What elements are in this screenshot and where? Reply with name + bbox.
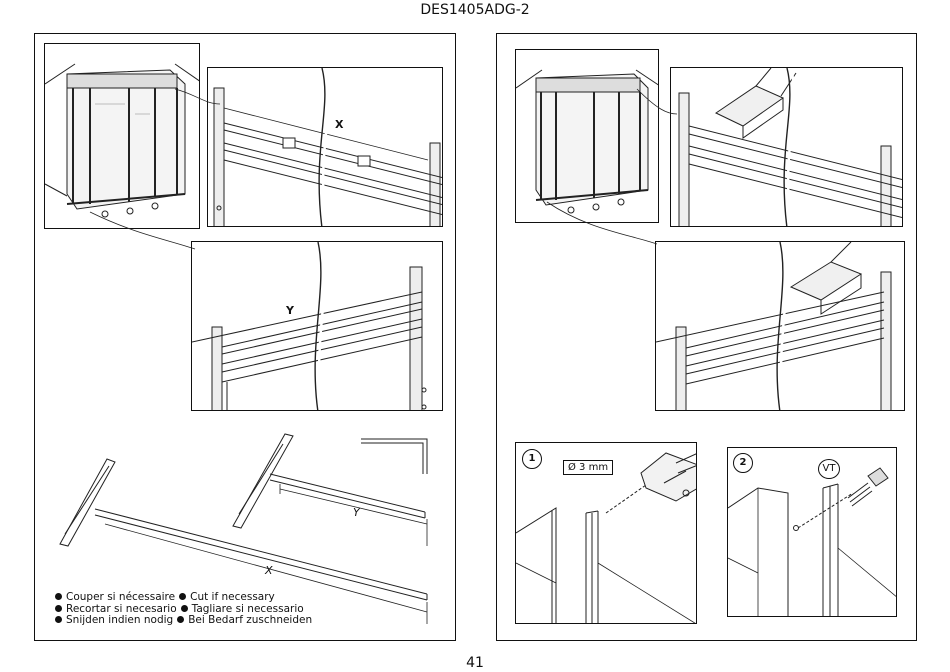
scissors-icon	[179, 593, 187, 600]
detail-fit-rail-upper	[670, 67, 903, 227]
screw-type-badge: VT	[818, 459, 840, 479]
fit-rail-lower-drawing	[656, 242, 892, 410]
page-number: 41	[466, 655, 484, 671]
detail-top-rail-x: X	[207, 67, 443, 227]
drill-drawing	[516, 452, 696, 623]
dimension-label-x-upper: X	[335, 118, 344, 131]
step-2-screw-box: 2 VT	[727, 447, 897, 617]
cut-if-necessary-note: Couper si nécessaire Cut if necessary Rec…	[55, 591, 316, 627]
scissors-icon	[55, 616, 62, 623]
drill-diameter-label: Ø 3 mm	[563, 460, 614, 475]
fit-rail-upper-drawing	[678, 68, 902, 226]
note-fr: Couper si nécessaire	[66, 591, 176, 603]
top-rail-x-drawing	[213, 68, 442, 226]
scissors-icon	[55, 593, 62, 600]
detail-top-rail-y: Y	[191, 241, 443, 411]
scissors-icon	[180, 604, 188, 612]
scissors-icon	[177, 616, 185, 623]
note-en: Cut if necessary	[190, 591, 275, 603]
note-it: Tagliare si necessario	[191, 602, 304, 615]
document-code: DES1405ADG-2	[420, 2, 530, 18]
dimension-label-y-lower: Y	[353, 506, 360, 519]
left-instruction-panel: X Y	[34, 33, 456, 641]
screw-drawing	[728, 467, 896, 616]
wardrobe-illustration	[45, 63, 199, 218]
note-nl: Snijden indien nodig	[66, 614, 174, 626]
step-1-badge: 1	[522, 449, 542, 469]
wardrobe-overview-thumbnail-right	[515, 49, 659, 223]
dimension-label-y-upper: Y	[286, 304, 294, 317]
rails-dimension-drawing	[59, 433, 428, 624]
note-es: Recortar si necesario	[66, 602, 177, 615]
wardrobe-illustration-right	[516, 69, 658, 214]
right-instruction-panel: 1 Ø 3 mm 2 VT	[496, 33, 917, 641]
wardrobe-overview-thumbnail	[44, 43, 200, 229]
detail-fit-rail-lower	[655, 241, 905, 411]
step-2-badge: 2	[733, 453, 753, 473]
dimension-label-x-lower: X	[265, 564, 273, 577]
note-de: Bei Bedarf zuschneiden	[188, 614, 313, 626]
step-1-drill-box: 1 Ø 3 mm	[515, 442, 697, 624]
scissors-icon	[55, 604, 62, 612]
top-rail-y-drawing	[192, 242, 427, 410]
